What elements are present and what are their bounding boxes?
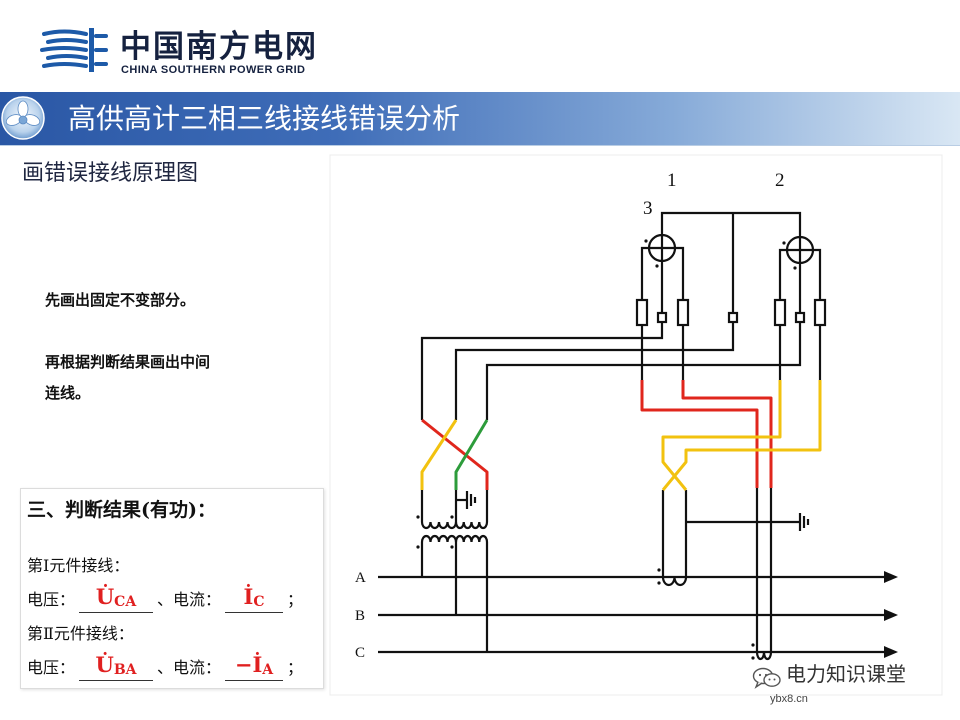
diagram-panel [329, 154, 943, 696]
csg-logo-icon [40, 28, 108, 72]
meter-label-2: 2 [775, 170, 785, 191]
result-heading: 三、判断结果(有功)： [27, 499, 216, 521]
watermark: 电力知识课堂 ybx8.cn [752, 660, 937, 710]
meter-1-voltage-terminal [656, 311, 668, 324]
meter-2-current-coil-right [813, 298, 827, 327]
meter-2-voltage-terminal [794, 311, 806, 324]
arrow-c [884, 646, 898, 658]
wire-green-pt [454, 419, 489, 490]
result-box: 三、判断结果(有功)： 第Ⅰ元件接线： 电压： U̇CA 、电流： İC ； 第… [20, 488, 324, 689]
element-1-voltage-answer: U̇CA [95, 584, 137, 610]
element-2-label: 第Ⅱ元件接线： [27, 624, 134, 643]
phase-label-c: C [355, 645, 365, 661]
phase-label-a: A [355, 570, 366, 586]
meter-element-2 [773, 235, 827, 327]
voltage-bus [660, 211, 802, 237]
slide-title: 高供高计三相三线接线错误分析 [68, 102, 461, 135]
watermark-name: 电力知识课堂 [786, 662, 906, 686]
element-1-current-answer: İC [243, 584, 265, 610]
element-2-row: 电压： U̇BA 、电流： −İA ； [27, 647, 303, 681]
phase-label-b: B [355, 608, 365, 624]
element-2-current-label: 、电流： [157, 658, 222, 677]
voltage-transformer [420, 521, 489, 543]
voltage-lead-2 [485, 322, 802, 420]
element-2-current-blank: −İA [225, 648, 284, 681]
element-1-current-label: 、电流： [157, 590, 222, 609]
element-1-voltage-label: 电压： [27, 590, 76, 609]
terminal-label-3: 3 [643, 198, 653, 219]
element-2-current-answer: −İA [234, 652, 274, 678]
note-step-1: 先画出固定不变部分。 [45, 291, 196, 309]
element-1-label: 第Ⅰ元件接线： [27, 556, 130, 575]
ct-ground-symbol [798, 513, 810, 531]
logo-text-en: CHINA SOUTHERN POWER GRID [121, 64, 306, 76]
element-1-row: 电压： U̇CA 、电流： İC ； [27, 579, 303, 613]
note-step-2-cont: 连线。 [45, 384, 91, 402]
element-1-end: ； [287, 590, 304, 609]
arrow-b [884, 609, 898, 621]
voltage-lead-middle [454, 322, 735, 420]
wire-yellow-current-1 [661, 380, 782, 491]
meter-2-current-coil-left [773, 298, 787, 327]
title-banner: 高供高计三相三线接线错误分析 [0, 92, 960, 146]
meter-label-1: 1 [667, 170, 677, 191]
pt-ground-symbol [456, 491, 477, 509]
watermark-site: ybx8.cn [770, 693, 808, 705]
wire-yellow-pt [420, 419, 458, 490]
meter-1-current-coil-right [676, 298, 690, 327]
element-1-current-blank: İC [225, 580, 284, 613]
arrow-a [884, 571, 898, 583]
wechat-icon [752, 667, 781, 689]
section-title: 画错误接线原理图 [22, 161, 199, 186]
voltage-lead-1 [420, 322, 664, 420]
element-2-end: ； [287, 658, 304, 677]
note-step-2: 再根据判断结果画出中间 [45, 353, 211, 371]
wire-red-current-2 [681, 380, 773, 488]
wire-yellow-current-2 [661, 380, 822, 491]
element-2-voltage-label: 电压： [27, 658, 76, 677]
logo-text-cn: 中国南方电网 [120, 29, 318, 65]
element-1-voltage-blank: U̇CA [79, 580, 154, 613]
flower-icon [1, 96, 45, 140]
middle-voltage-terminal [727, 311, 739, 324]
element-2-voltage-answer: U̇BA [95, 652, 137, 678]
meter-1-current-coil-left [635, 298, 649, 327]
element-2-voltage-blank: U̇BA [79, 648, 154, 681]
